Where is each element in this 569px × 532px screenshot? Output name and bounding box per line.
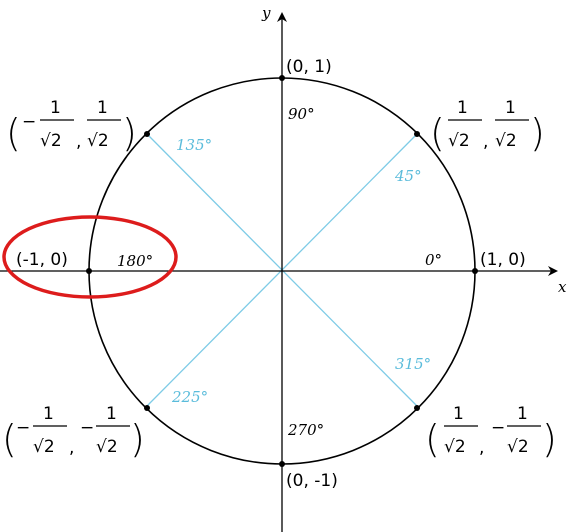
coord-q3: ( − 1 √2 , − 1 √2 ) (2, 404, 145, 461)
angle-135-label: 135° (176, 136, 212, 154)
svg-text:): ) (122, 111, 137, 155)
svg-text:): ) (542, 417, 557, 461)
svg-text:√2: √2 (40, 131, 62, 151)
angle-315-label: 315° (395, 355, 431, 373)
svg-text:−: − (80, 418, 94, 438)
point-225 (144, 405, 150, 411)
svg-text:,: , (76, 132, 81, 152)
coord-0-neg1: (0, -1) (286, 471, 338, 491)
angle-90-label: 90° (288, 105, 315, 123)
svg-text:√2: √2 (33, 437, 55, 457)
highlight-ellipse (2, 215, 178, 299)
angle-180-label: 180° (117, 252, 153, 270)
svg-text:): ) (530, 111, 545, 155)
svg-text:(: ( (2, 417, 17, 461)
svg-text:−: − (16, 418, 30, 438)
svg-text:√2: √2 (448, 131, 470, 151)
svg-text:−: − (491, 418, 505, 438)
angle-0-label: 0° (425, 251, 442, 269)
svg-text:1: 1 (457, 98, 468, 118)
angle-45-label: 45° (394, 167, 422, 185)
angle-225-label: 225° (171, 388, 208, 406)
coord-1-0: (1, 0) (480, 250, 526, 270)
point-180 (86, 268, 92, 274)
svg-text:√2: √2 (87, 131, 109, 151)
svg-text:1: 1 (50, 98, 61, 118)
svg-text:): ) (130, 417, 145, 461)
coord-q1: ( 1 √2 , 1 √2 ) (430, 98, 545, 155)
angle-270-label: 270° (287, 421, 324, 439)
svg-text:,: , (483, 132, 488, 152)
svg-text:1: 1 (106, 404, 117, 424)
svg-text:√2: √2 (507, 437, 529, 457)
svg-text:√2: √2 (96, 437, 118, 457)
svg-text:(: ( (430, 111, 445, 155)
coord-neg1-0: (-1, 0) (16, 250, 68, 270)
svg-text:1: 1 (43, 404, 54, 424)
x-axis-label: x (558, 278, 567, 296)
point-270 (279, 461, 285, 467)
point-90 (279, 75, 285, 81)
svg-text:−: − (22, 112, 36, 132)
svg-text:1: 1 (517, 404, 528, 424)
point-315 (414, 405, 420, 411)
svg-text:1: 1 (453, 404, 464, 424)
point-45 (414, 131, 420, 137)
svg-text:1: 1 (97, 98, 108, 118)
coord-0-1: (0, 1) (286, 57, 332, 77)
svg-text:√2: √2 (444, 437, 466, 457)
point-135 (144, 131, 150, 137)
svg-text:(: ( (425, 417, 440, 461)
point-0 (472, 268, 478, 274)
svg-text:1: 1 (505, 98, 516, 118)
svg-text:,: , (479, 438, 484, 458)
svg-text:(: ( (6, 111, 21, 155)
svg-text:√2: √2 (495, 131, 517, 151)
coord-q2: ( − 1 √2 , 1 √2 ) (6, 98, 137, 155)
y-axis-label: y (261, 4, 271, 22)
coord-q4: ( 1 √2 , − 1 √2 ) (425, 404, 557, 461)
svg-text:,: , (69, 438, 74, 458)
